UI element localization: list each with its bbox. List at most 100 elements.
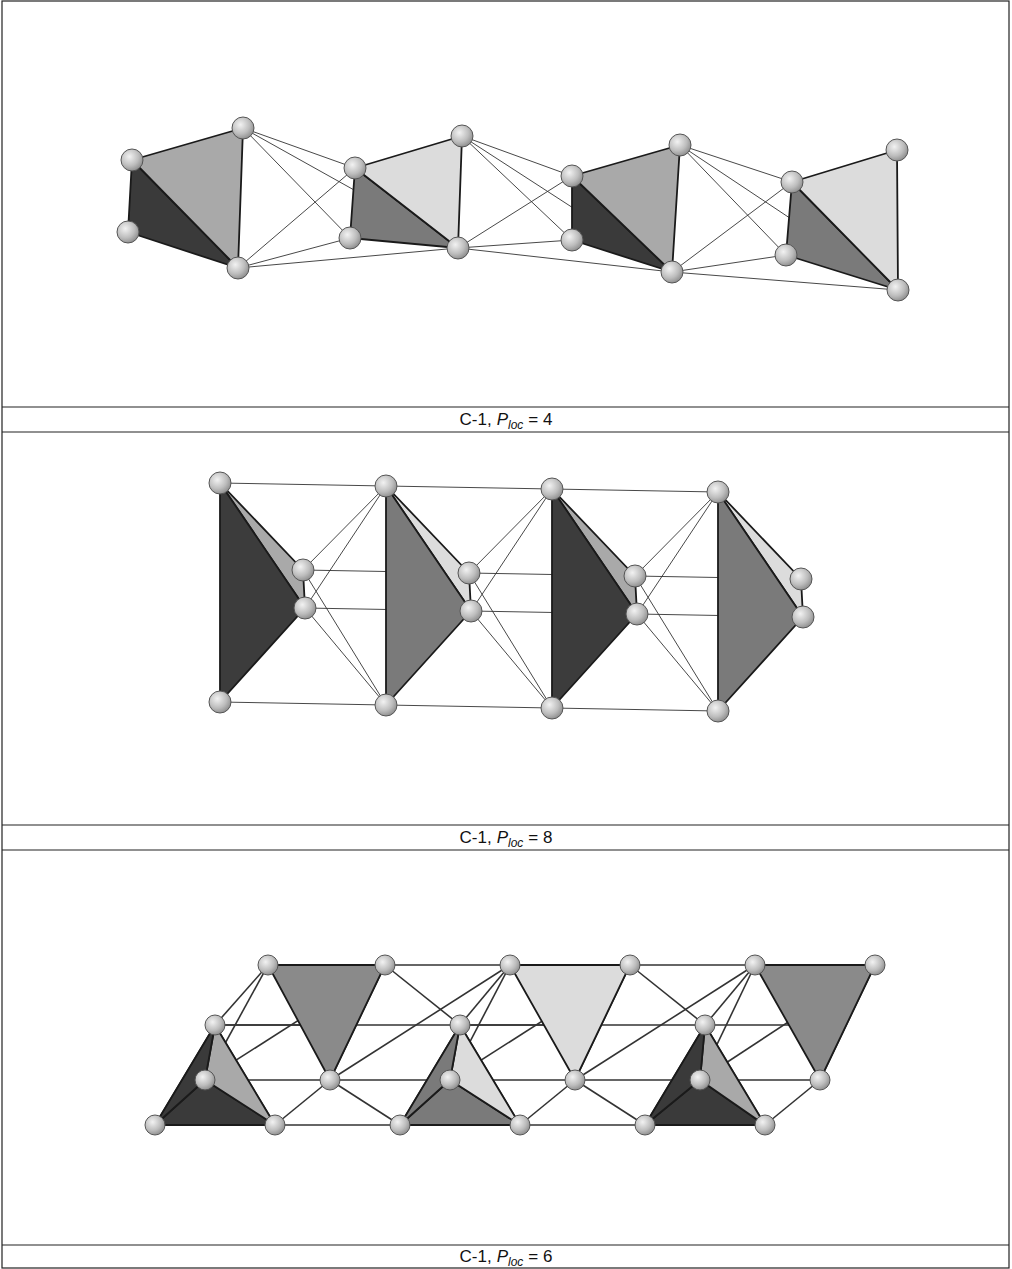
- caption-text: C-1,: [460, 410, 492, 430]
- bond-line: [305, 608, 386, 705]
- bond-line: [305, 486, 386, 608]
- bond-line: [220, 483, 386, 486]
- panel-caption: C-1,Ploc = 4: [0, 408, 1012, 432]
- polyhedron-face: [755, 965, 875, 1080]
- atom-sphere: [458, 562, 480, 584]
- bond-line: [275, 1080, 330, 1125]
- bond-line: [220, 702, 386, 705]
- atom-sphere: [375, 955, 395, 975]
- bond-line: [303, 486, 386, 570]
- atom-sphere: [707, 481, 729, 503]
- atom-sphere: [460, 600, 482, 622]
- atom-sphere: [209, 691, 231, 713]
- atom-sphere: [339, 227, 361, 249]
- caption-text: P: [497, 410, 508, 430]
- atom-sphere: [790, 568, 812, 590]
- atom-sphere: [745, 955, 765, 975]
- atom-sphere: [792, 606, 814, 628]
- atom-sphere: [775, 244, 797, 266]
- bond-line: [215, 965, 268, 1025]
- bond-line: [765, 1080, 820, 1125]
- bond-line: [471, 611, 552, 708]
- atom-sphere: [810, 1070, 830, 1090]
- bond-line: [680, 145, 792, 182]
- bond-line: [275, 1124, 400, 1126]
- bond-line: [462, 136, 572, 176]
- panel-caption: C-1,Ploc= 8: [0, 826, 1012, 850]
- atom-sphere: [209, 472, 231, 494]
- frame-rule: [2, 849, 1009, 850]
- bond-line: [552, 489, 718, 492]
- atom-sphere: [561, 165, 583, 187]
- polyhedron-face: [386, 486, 471, 705]
- bond-line: [238, 168, 355, 268]
- atom-sphere: [145, 1115, 165, 1135]
- atom-sphere: [265, 1115, 285, 1135]
- caption-text: P: [497, 828, 508, 848]
- bond-line: [471, 489, 552, 611]
- bond-line: [303, 570, 386, 705]
- atom-sphere: [195, 1070, 215, 1090]
- frame-rule: [2, 824, 1009, 825]
- atom-sphere: [695, 1015, 715, 1035]
- atom-sphere: [565, 1070, 585, 1090]
- polyhedron-face: [450, 1025, 520, 1125]
- bond-line: [385, 965, 460, 1025]
- atom-sphere: [440, 1070, 460, 1090]
- frame-rule: [2, 431, 1009, 432]
- atom-sphere: [205, 1015, 225, 1035]
- atom-sphere: [375, 694, 397, 716]
- polyhedron-face: [700, 1025, 765, 1125]
- bond-line: [575, 1080, 645, 1125]
- bond-line: [238, 248, 458, 268]
- polyhedron-face: [572, 145, 680, 272]
- frame-rule: [2, 406, 1009, 407]
- polyhedron-face: [355, 136, 462, 248]
- bond-line: [458, 176, 572, 248]
- bond-line: [637, 614, 718, 711]
- bond-line: [672, 255, 786, 272]
- polyhedron-face: [792, 150, 898, 290]
- atom-sphere: [620, 955, 640, 975]
- bond-line: [520, 1124, 645, 1126]
- atom-sphere: [781, 171, 803, 193]
- caption-text: C-1,: [460, 1247, 492, 1267]
- atom-sphere: [320, 1070, 340, 1090]
- atom-sphere: [886, 139, 908, 161]
- polyhedron-face: [718, 492, 803, 711]
- polyhedron-face: [268, 965, 385, 1080]
- bond-line: [460, 965, 510, 1025]
- bond-line: [635, 576, 718, 711]
- atom-sphere: [755, 1115, 775, 1135]
- polyhedron-face: [220, 483, 305, 702]
- polyhedron-face: [400, 1025, 460, 1125]
- atom-sphere: [626, 603, 648, 625]
- caption-text: = 8: [528, 828, 552, 848]
- bond-line: [637, 492, 718, 614]
- bond-line: [680, 145, 898, 290]
- caption-text: loc: [508, 836, 523, 850]
- bond-line: [330, 1080, 400, 1125]
- bond-line: [469, 489, 552, 573]
- caption-text: loc: [508, 1255, 523, 1269]
- bond-line: [469, 573, 552, 708]
- bond-line: [243, 128, 355, 168]
- atom-sphere: [669, 134, 691, 156]
- bond-line: [462, 136, 572, 240]
- atom-sphere: [258, 955, 278, 975]
- caption-text: P: [497, 1247, 508, 1267]
- frame-rule: [2, 1244, 1009, 1245]
- caption-text: = 4: [528, 410, 552, 430]
- atom-sphere: [661, 261, 683, 283]
- atom-sphere: [450, 1015, 470, 1035]
- atom-sphere: [292, 559, 314, 581]
- atom-sphere: [375, 475, 397, 497]
- bond-line: [243, 128, 350, 238]
- bond-line: [520, 1080, 575, 1125]
- bond-line: [635, 492, 718, 576]
- atom-sphere: [121, 149, 143, 171]
- caption-text: loc: [508, 418, 523, 432]
- atom-sphere: [344, 157, 366, 179]
- atom-sphere: [541, 478, 563, 500]
